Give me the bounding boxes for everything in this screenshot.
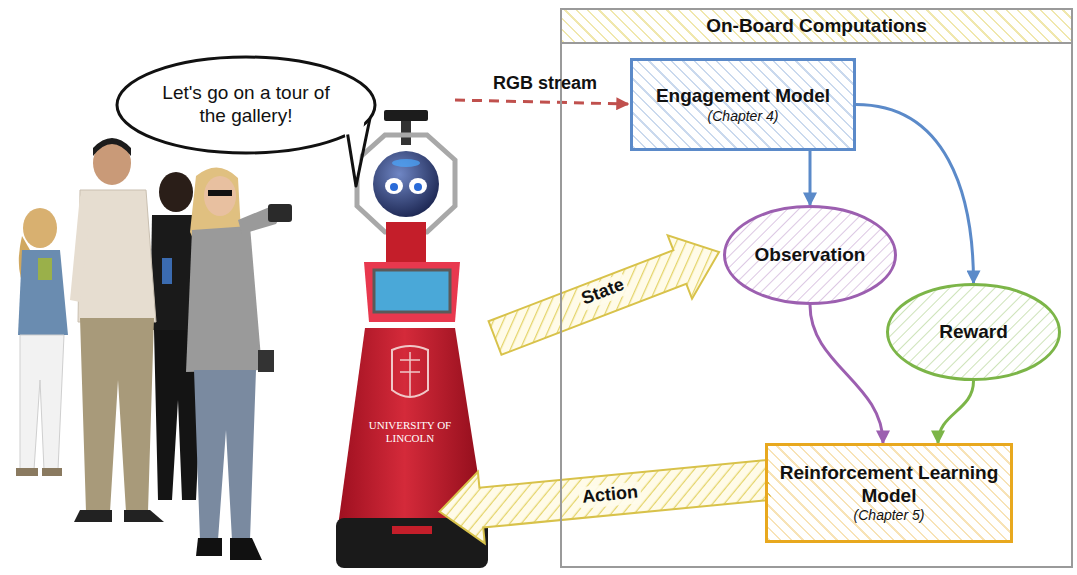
- data-stream-arrow: [455, 100, 628, 104]
- connector-arrow: [810, 305, 883, 443]
- ellipse-shape: [888, 285, 1060, 380]
- node-text: Engagement Model: [656, 85, 830, 108]
- arrow-label: State: [576, 273, 630, 311]
- node-text: On-Board Computations: [562, 10, 1071, 44]
- model-box: Engagement Model(Chapter 4): [630, 58, 856, 151]
- node-text: Observation: [755, 244, 866, 267]
- reward-ellipse: Reward: [886, 283, 1061, 381]
- connector-arrow: [938, 381, 974, 443]
- action-arrow: [436, 444, 771, 547]
- model-box: Reinforcement Learning Model(Chapter 5): [765, 443, 1013, 543]
- speech-bubble: Let's go on a tour of the gallery!: [115, 55, 377, 155]
- node-text: Reward: [939, 321, 1008, 344]
- person-figure: [16, 208, 68, 476]
- person-figure: [186, 167, 292, 560]
- person-figure: [70, 138, 164, 522]
- ellipse-shape: [725, 207, 896, 304]
- stream-label: RGB stream: [493, 73, 597, 95]
- robot-logo-text: UNIVERSITY OF LINCOLN: [362, 419, 458, 445]
- node-text: Let's go on a tour of the gallery!: [160, 82, 332, 128]
- node-subtext: (Chapter 4): [708, 108, 779, 125]
- connector-arrow: [809, 151, 812, 205]
- node-subtext: (Chapter 5): [854, 507, 925, 524]
- node-text: Reinforcement Learning Model: [778, 462, 1000, 508]
- arrow-label: Action: [578, 481, 642, 508]
- observation-ellipse: Observation: [723, 205, 897, 305]
- state-arrow: [483, 220, 731, 369]
